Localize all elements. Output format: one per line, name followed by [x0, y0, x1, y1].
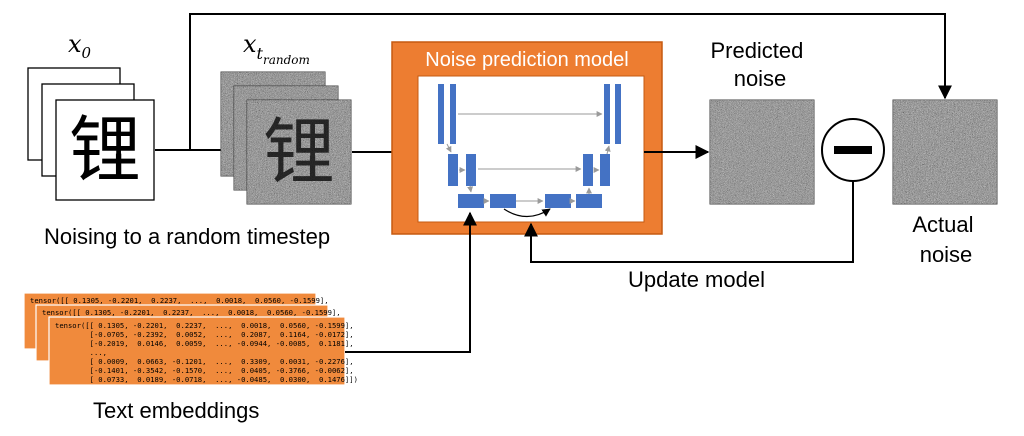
noisy-character: 锂 — [263, 113, 335, 193]
tensor-line: [-0.1401, -0.3542, -0.1570, ..., 0.0405,… — [55, 366, 354, 375]
tensor-line: ..., — [55, 348, 107, 357]
x0-label: x0 — [68, 30, 92, 62]
skip-arrow-to-actual-noise — [189, 13, 952, 150]
xt-label: xtrandom — [243, 30, 310, 67]
tensor-line: [ 0.0009, 0.0663, -0.1201, ..., 0.3309, … — [55, 357, 354, 366]
clean-character: 锂 — [69, 111, 141, 191]
text-embeddings-label: Text embeddings — [93, 398, 259, 423]
unet-bottleneck-arrow — [503, 208, 551, 218]
tensor-mid-line: tensor([[ 0.1305, -0.2201, 0.2237, ..., … — [42, 308, 341, 317]
actual-noise-image — [892, 99, 998, 205]
tensor-line: [-0.0705, -0.2392, 0.0052, ..., 0.2087, … — [55, 330, 354, 339]
noising-caption: Noising to a random timestep — [44, 224, 330, 249]
predicted-noise-label: Predicted noise — [710, 38, 809, 91]
unet-connections — [445, 111, 611, 204]
tensor-front-block: tensor([[ 0.1305, -0.2201, 0.2237, ..., … — [0, 0, 384, 384]
tensor-line: [-0.2019, 0.0146, 0.0059, ..., -0.0944, … — [55, 339, 354, 348]
tensor-line: tensor([[ 0.1305, -0.2201, 0.2237, ..., … — [55, 321, 354, 330]
update-model-label: Update model — [628, 267, 765, 292]
noise-prediction-model: Noise prediction model — [391, 41, 663, 235]
unet-graphic — [438, 84, 621, 208]
arrow-embeddings-to-model — [345, 211, 477, 353]
model-title: Noise prediction model — [425, 49, 628, 71]
xt-noisy-image-stack: 锂 — [220, 71, 352, 205]
update-model-arrow — [524, 181, 854, 263]
subtract-operator — [821, 118, 885, 182]
tensor-line: [ 0.0733, 0.0189, -0.0718, ..., -0.0485,… — [55, 375, 358, 384]
x0-image-stack: 锂 — [27, 67, 155, 201]
actual-noise-label: Actual noise — [912, 212, 979, 267]
predicted-noise-image — [709, 99, 815, 205]
tensor-back-line: tensor([[ 0.1305, -0.2201, 0.2237, ..., … — [30, 296, 329, 305]
text-embeddings-stack: tensor([[ 0.1305, -0.2201, 0.2237, ..., … — [0, 0, 384, 386]
